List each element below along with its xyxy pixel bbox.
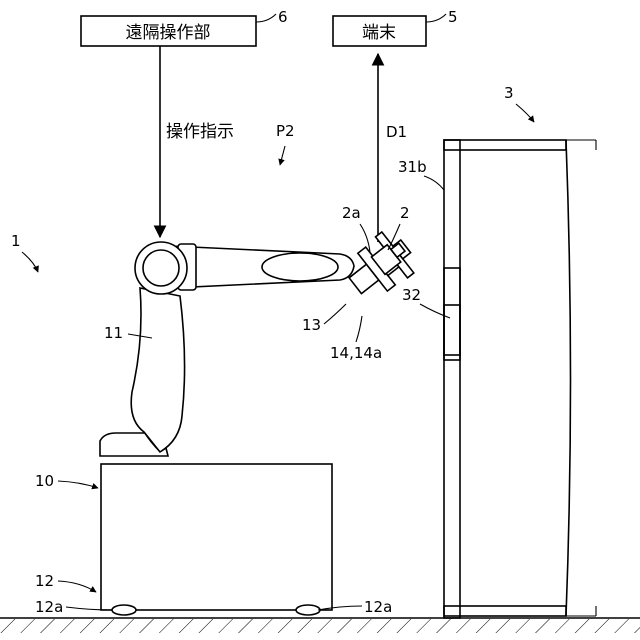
ref-13: 13 (302, 316, 321, 334)
ref-11: 11 (104, 324, 123, 342)
position-p2-label: P2 (276, 122, 295, 140)
shelf-cut-line (566, 140, 571, 616)
leader-6 (256, 14, 276, 22)
ref-32: 32 (402, 286, 421, 304)
p2-arrow (280, 146, 285, 165)
leader-5 (426, 14, 446, 22)
wheel-left (112, 605, 136, 615)
remote-operation-unit-box: 遠隔操作部 (81, 16, 256, 46)
terminal-label: 端末 (362, 23, 396, 43)
ref-14: 14,14a (330, 344, 382, 362)
wheel-right (296, 605, 320, 615)
ref-12: 12 (35, 572, 54, 590)
shelf-wall-31b (444, 140, 460, 618)
operation-instruction-label: 操作指示 (166, 122, 234, 142)
arm-shoulder-inner (143, 250, 179, 286)
ref-10: 10 (35, 472, 54, 490)
ref-6: 6 (278, 8, 288, 26)
shelf-part-32 (444, 305, 460, 355)
data-d1-label: D1 (386, 123, 407, 141)
shelf-bottom-board (444, 606, 566, 616)
arm-lower-link (131, 288, 184, 452)
leader-12 (58, 581, 96, 592)
terminal-box: 端末 (333, 16, 426, 46)
leader-32 (420, 304, 450, 318)
leader-10 (58, 481, 98, 488)
ref-1: 1 (11, 232, 21, 250)
floor (0, 618, 640, 633)
leader-13 (324, 304, 346, 324)
leader-3 (516, 104, 534, 122)
ref-5: 5 (448, 8, 458, 26)
robot-arm-11 (100, 226, 422, 456)
remote-operation-unit-label: 遠隔操作部 (126, 23, 211, 43)
leader-31b (424, 176, 444, 190)
ref-3: 3 (504, 84, 514, 102)
ref-31b: 31b (398, 158, 427, 176)
ref-2: 2 (400, 204, 410, 222)
shelf-gap-32-frame (444, 268, 460, 360)
carriage-body-10 (101, 464, 332, 615)
shelf-structure (444, 140, 596, 618)
ref-12a-left: 12a (35, 598, 63, 616)
leader-14 (356, 316, 362, 342)
ref-12a-right: 12a (364, 598, 392, 616)
ref-2a: 2a (342, 204, 361, 222)
leader-1 (22, 252, 38, 272)
arm-forearm-joint (262, 253, 338, 281)
shelf-top-board (444, 140, 566, 150)
